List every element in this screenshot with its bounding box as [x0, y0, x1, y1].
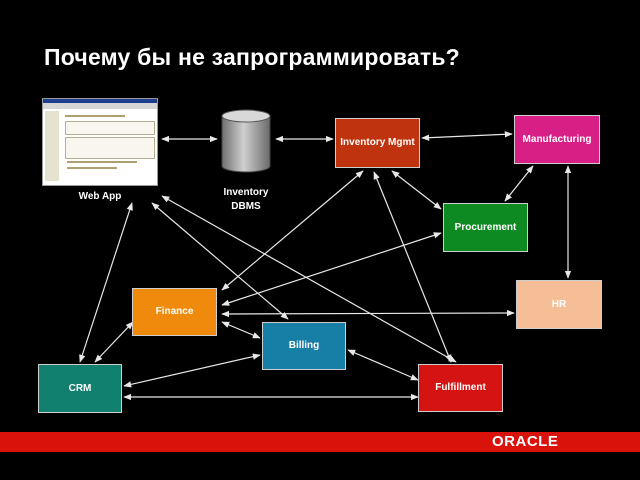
- web-app-menubar: [43, 103, 157, 109]
- oracle-logo: ORACLE: [492, 433, 559, 450]
- procurement-node[interactable]: Procurement: [443, 203, 528, 252]
- arrow-finance-crm: [94, 321, 134, 363]
- web-app-sidebar: [45, 111, 59, 181]
- web-app-heading: [65, 115, 125, 117]
- hr-node[interactable]: HR: [516, 280, 602, 329]
- arrow-procurement-finance: [221, 232, 442, 306]
- web-app-titlebar: [43, 99, 157, 103]
- inventory-dbms-label: Inventory DBMS: [223, 187, 269, 212]
- arrow-billing-crm: [123, 353, 261, 388]
- web-app-panel: [65, 121, 155, 135]
- web-app-text: [67, 161, 137, 163]
- arrow-invmgmt-manufacturing: [421, 131, 513, 141]
- footer-bar: [0, 432, 640, 452]
- finance-node[interactable]: Finance: [132, 288, 217, 336]
- billing-node[interactable]: Billing: [262, 322, 346, 370]
- crm-node[interactable]: CRM: [38, 364, 122, 413]
- arrow-invmgmt-procurement: [391, 170, 442, 210]
- fulfillment-node[interactable]: Fulfillment: [418, 364, 503, 412]
- arrow-webapp-crm: [79, 202, 133, 363]
- arrow-billing-fulfillment: [347, 349, 419, 381]
- page-title: Почему бы не запрограммировать?: [44, 44, 460, 70]
- arrow-invmgmt-fulfillment: [373, 171, 452, 363]
- web-app-panel: [65, 137, 155, 159]
- web-app-text: [67, 167, 117, 169]
- arrow-manufacturing-procurement: [504, 165, 534, 202]
- web-app-screenshot[interactable]: [42, 98, 158, 186]
- arrow-finance-hr: [221, 309, 515, 318]
- database-icon[interactable]: [218, 108, 274, 174]
- inventory-mgmt-node[interactable]: Inventory Mgmt: [335, 118, 420, 168]
- arrow-finance-billing: [221, 321, 261, 339]
- web-app-label: Web App: [78, 191, 122, 202]
- manufacturing-node[interactable]: Manufacturing: [514, 115, 600, 164]
